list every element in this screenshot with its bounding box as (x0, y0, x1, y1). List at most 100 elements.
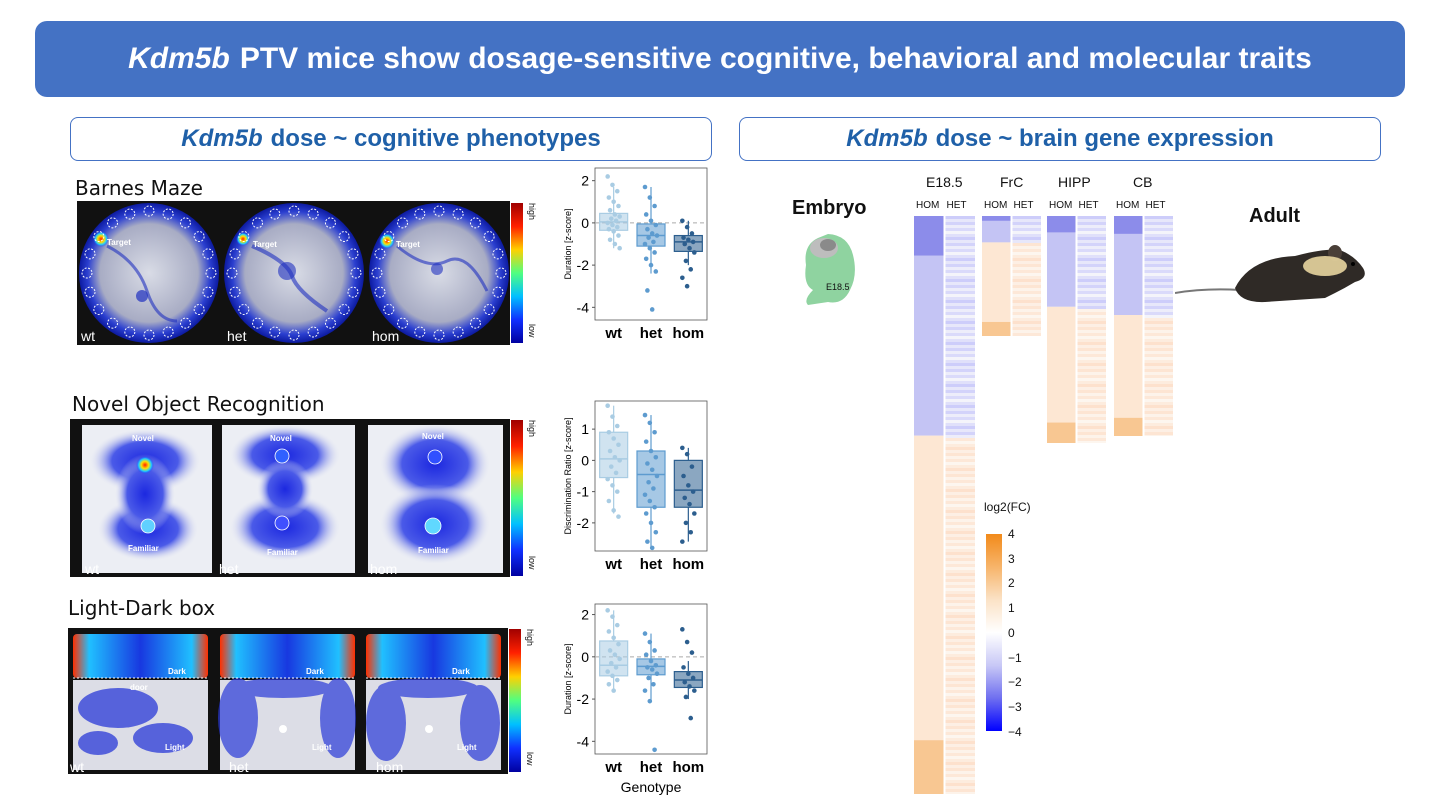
heatmap-row (1077, 324, 1106, 327)
maze-hole (93, 303, 105, 315)
data-point (606, 195, 612, 200)
heatmap-row (1077, 420, 1106, 423)
heatmap-row (1144, 231, 1173, 234)
maze-hole (226, 267, 238, 279)
heatmap-row (945, 384, 975, 387)
data-point (684, 639, 690, 645)
heatmap-row (945, 702, 975, 705)
heatmap-row (1144, 351, 1173, 354)
heatmap-row (945, 357, 975, 360)
nor-heatmaps: Novel Novel Novel Familiar Familiar Fami… (70, 419, 510, 577)
heatmap-row (945, 564, 975, 567)
heatmap-row (945, 663, 975, 666)
legend-tick-label: −1 (1008, 650, 1022, 665)
heatmap-row (1077, 369, 1106, 372)
heatmap-row (945, 387, 975, 390)
data-point (653, 529, 659, 535)
heatmap-row (1077, 276, 1106, 279)
data-point (687, 245, 692, 251)
heatmap-row (1077, 300, 1106, 303)
heatmap-row (1077, 321, 1106, 324)
heatmap-row (945, 417, 975, 420)
heatmap-row (1012, 216, 1041, 219)
data-point (617, 245, 622, 251)
heatmap-row (945, 717, 975, 720)
heatmap-row (945, 393, 975, 396)
heatmap-row (1077, 435, 1106, 438)
data-point (680, 445, 685, 451)
heatmap-row (945, 528, 975, 531)
heatmap-row (1144, 222, 1173, 225)
heatmap-row (945, 555, 975, 558)
heatmap-row (945, 633, 975, 636)
data-point (606, 629, 612, 634)
data-point (608, 216, 614, 221)
data-point (651, 486, 656, 491)
heatmap-row (1012, 234, 1041, 237)
group-label: HIPP (1058, 174, 1091, 190)
heatmap-row (945, 678, 975, 681)
heatmap-row (1144, 420, 1173, 423)
data-point (681, 235, 686, 240)
heatmap-row (945, 747, 975, 750)
heatmap-row (1012, 288, 1041, 291)
data-point (611, 508, 616, 513)
header-banner: Kdm5b PTV mice show dosage-sensitive cog… (35, 21, 1405, 97)
panel-label-hom: hom (376, 759, 403, 774)
heatmap-row (945, 789, 975, 792)
ld-dark-label: Dark (452, 667, 470, 676)
heatmap-row (1012, 291, 1041, 294)
heatmap-row (1077, 237, 1106, 240)
barnes-hom-arena (369, 203, 509, 343)
heatmap-row (945, 486, 975, 489)
barnes-heatmaps: Target Target Target wt het hom (77, 201, 510, 345)
heatmap-row (1144, 342, 1173, 345)
heatmap-row (945, 768, 975, 771)
data-point (647, 245, 653, 251)
heatmap-row (945, 267, 975, 270)
barnes-het-arena (224, 203, 364, 343)
heatmap-E18.5 (914, 216, 975, 794)
heatmap-row (945, 714, 975, 717)
x-tick-label: het (640, 325, 663, 342)
heatmap-row (945, 426, 975, 429)
column-label: HOM (1049, 200, 1073, 211)
heatmap-row (945, 783, 975, 786)
heatmap-row (1144, 300, 1173, 303)
strong-down-block (982, 216, 1011, 221)
maze-hole (433, 329, 445, 341)
data-point (645, 461, 650, 466)
heatmap-row (1077, 297, 1106, 300)
data-point (688, 715, 694, 721)
heatmap-row (945, 669, 975, 672)
nor-title: Novel Object Recognition (72, 392, 325, 416)
data-point (643, 652, 649, 658)
column-label: HOM (1116, 200, 1140, 211)
heatmap-CB (1114, 216, 1173, 436)
heatmap-row (1012, 312, 1041, 315)
data-point (654, 473, 660, 479)
data-point (614, 622, 620, 628)
heatmap-row (1077, 378, 1106, 381)
heatmap-row (1077, 306, 1106, 309)
heatmap-row (1144, 414, 1173, 417)
data-point (643, 212, 649, 217)
heatmap-row (945, 255, 975, 258)
heatmap-row (1077, 396, 1106, 399)
heatmap-row (1144, 255, 1173, 258)
panel-label-wt: wt (84, 561, 99, 577)
maze-hole (252, 317, 264, 329)
heatmap-row (945, 399, 975, 402)
x-tick-label: hom (672, 759, 704, 776)
data-point (690, 239, 696, 245)
heatmap-row (1077, 345, 1106, 348)
heatmap-row (945, 492, 975, 495)
heatmap-row (945, 480, 975, 483)
data-point (642, 688, 648, 693)
heatmap-row (1077, 381, 1106, 384)
heatmap-row (1144, 264, 1173, 267)
heatmap-row (1077, 405, 1106, 408)
heatmap-row (945, 420, 975, 423)
heatmap-row (1144, 279, 1173, 282)
